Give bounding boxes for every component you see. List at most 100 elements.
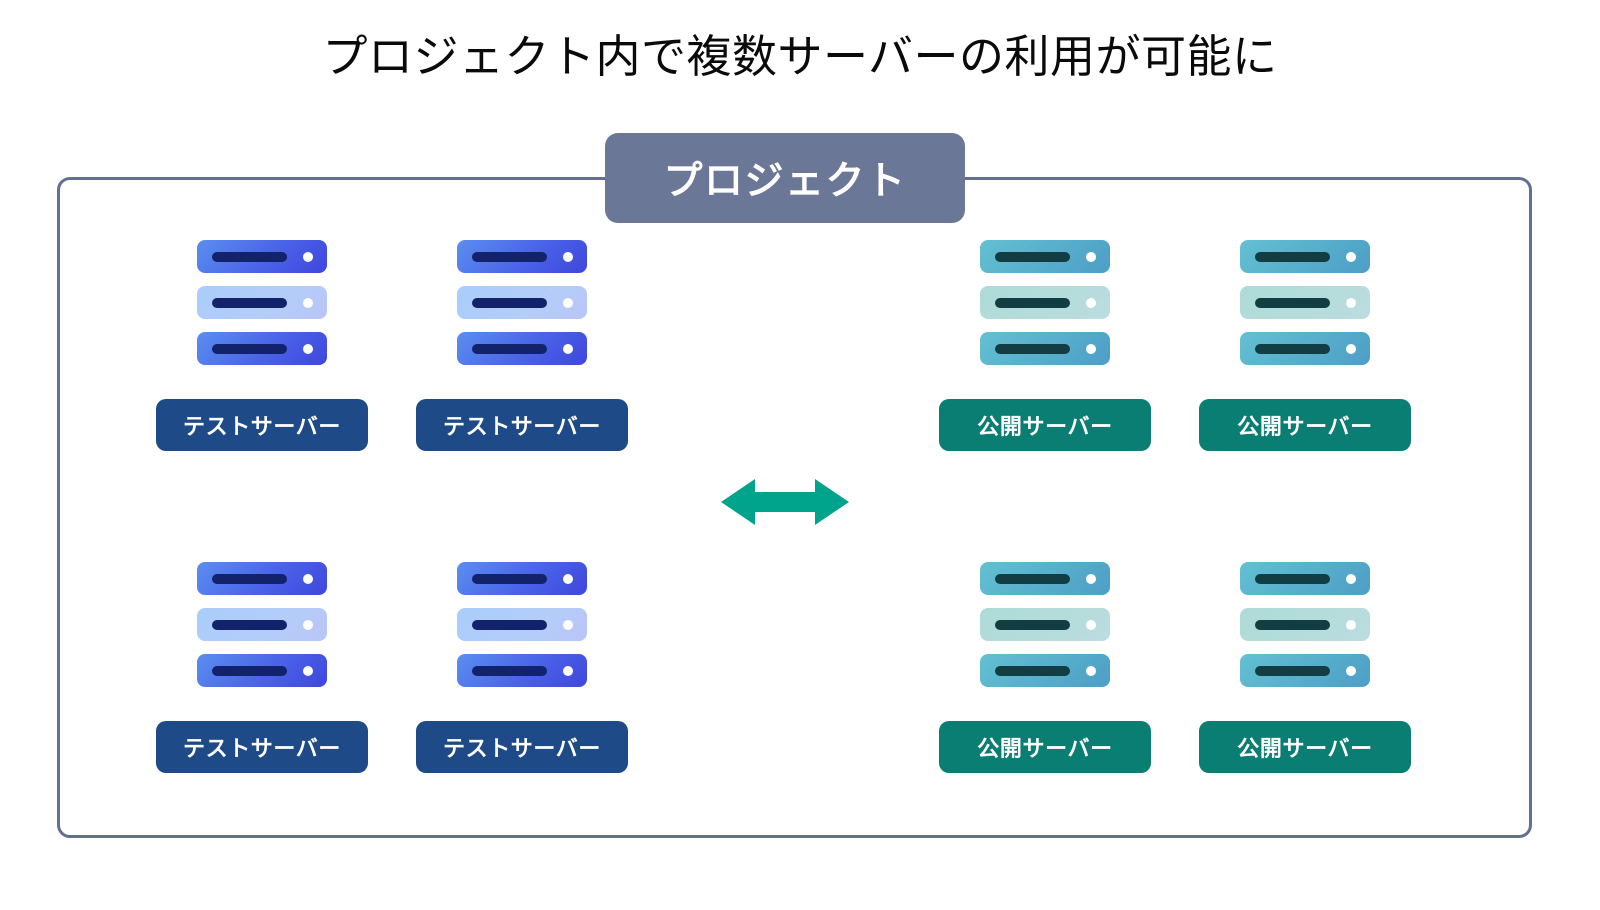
server-label-public[interactable]: 公開サーバー bbox=[1199, 721, 1411, 773]
project-badge-label: プロジェクト bbox=[663, 160, 907, 203]
server-status-led-icon bbox=[303, 619, 313, 630]
server-unit-3 bbox=[457, 332, 587, 365]
server-unit-bar bbox=[472, 619, 547, 630]
server-unit-bar bbox=[995, 297, 1070, 308]
server-status-led-icon bbox=[563, 251, 573, 262]
server-status-led-icon bbox=[1346, 619, 1356, 630]
server-stack-icon bbox=[457, 240, 587, 365]
server-label-test[interactable]: テストサーバー bbox=[416, 721, 628, 773]
server-unit-bar bbox=[995, 251, 1070, 262]
server-status-led-icon bbox=[563, 665, 573, 676]
server-unit-2 bbox=[980, 608, 1110, 641]
server-status-led-icon bbox=[1086, 297, 1096, 308]
server-group-public-bottom-4[interactable]: 公開サーバー bbox=[1195, 562, 1415, 773]
server-status-led-icon bbox=[303, 297, 313, 308]
server-status-led-icon bbox=[563, 297, 573, 308]
server-stack-icon bbox=[980, 240, 1110, 365]
server-unit-bar bbox=[1255, 297, 1330, 308]
server-group-test-bottom-1[interactable]: テストサーバー bbox=[152, 562, 372, 773]
server-label-test[interactable]: テストサーバー bbox=[156, 399, 368, 451]
server-unit-bar bbox=[995, 573, 1070, 584]
server-status-led-icon bbox=[1346, 251, 1356, 262]
server-unit-bar bbox=[472, 297, 547, 308]
server-group-test-top-1[interactable]: テストサーバー bbox=[152, 240, 372, 451]
server-unit-bar bbox=[212, 573, 287, 584]
server-unit-1 bbox=[980, 562, 1110, 595]
server-unit-1 bbox=[1240, 562, 1370, 595]
server-status-led-icon bbox=[303, 573, 313, 584]
server-status-led-icon bbox=[1346, 297, 1356, 308]
server-label-public[interactable]: 公開サーバー bbox=[939, 721, 1151, 773]
server-label-test[interactable]: テストサーバー bbox=[416, 399, 628, 451]
server-stack-icon bbox=[1240, 562, 1370, 687]
page-title: プロジェクト内で複数サーバーの利用が可能に bbox=[322, 31, 1278, 82]
server-unit-2 bbox=[457, 286, 587, 319]
server-unit-2 bbox=[1240, 608, 1370, 641]
server-unit-3 bbox=[197, 332, 327, 365]
server-stack-icon bbox=[197, 562, 327, 687]
server-unit-bar bbox=[1255, 251, 1330, 262]
server-label-public[interactable]: 公開サーバー bbox=[1199, 399, 1411, 451]
double-arrow-svg bbox=[721, 479, 849, 525]
server-group-test-top-2[interactable]: テストサーバー bbox=[412, 240, 632, 451]
server-unit-3 bbox=[980, 332, 1110, 365]
server-status-led-icon bbox=[1346, 665, 1356, 676]
project-badge: プロジェクト bbox=[605, 133, 965, 223]
server-unit-bar bbox=[472, 665, 547, 676]
server-status-led-icon bbox=[1086, 251, 1096, 262]
server-unit-bar bbox=[212, 297, 287, 308]
server-unit-bar bbox=[1255, 343, 1330, 354]
server-status-led-icon bbox=[563, 343, 573, 354]
arrow-shape bbox=[721, 479, 849, 525]
server-stack-icon bbox=[457, 562, 587, 687]
server-status-led-icon bbox=[1346, 573, 1356, 584]
server-unit-bar bbox=[472, 573, 547, 584]
server-status-led-icon bbox=[563, 573, 573, 584]
server-stack-icon bbox=[980, 562, 1110, 687]
server-unit-1 bbox=[197, 562, 327, 595]
server-unit-bar bbox=[212, 619, 287, 630]
server-status-led-icon bbox=[303, 251, 313, 262]
server-unit-bar bbox=[995, 665, 1070, 676]
server-status-led-icon bbox=[1086, 573, 1096, 584]
server-unit-1 bbox=[1240, 240, 1370, 273]
server-unit-1 bbox=[980, 240, 1110, 273]
server-unit-1 bbox=[457, 240, 587, 273]
server-unit-bar bbox=[1255, 619, 1330, 630]
server-unit-bar bbox=[1255, 665, 1330, 676]
server-unit-bar bbox=[472, 251, 547, 262]
server-label-public[interactable]: 公開サーバー bbox=[939, 399, 1151, 451]
server-stack-icon bbox=[197, 240, 327, 365]
server-status-led-icon bbox=[1086, 619, 1096, 630]
server-unit-2 bbox=[457, 608, 587, 641]
server-unit-3 bbox=[980, 654, 1110, 687]
server-group-public-top-3[interactable]: 公開サーバー bbox=[935, 240, 1155, 451]
server-unit-1 bbox=[457, 562, 587, 595]
server-status-led-icon bbox=[1086, 665, 1096, 676]
server-unit-3 bbox=[197, 654, 327, 687]
server-unit-2 bbox=[980, 286, 1110, 319]
server-status-led-icon bbox=[1346, 343, 1356, 354]
server-group-test-bottom-2[interactable]: テストサーバー bbox=[412, 562, 632, 773]
server-unit-bar bbox=[995, 343, 1070, 354]
server-unit-bar bbox=[995, 619, 1070, 630]
server-label-test[interactable]: テストサーバー bbox=[156, 721, 368, 773]
server-unit-bar bbox=[1255, 573, 1330, 584]
server-stack-icon bbox=[1240, 240, 1370, 365]
server-unit-3 bbox=[1240, 332, 1370, 365]
server-group-public-bottom-3[interactable]: 公開サーバー bbox=[935, 562, 1155, 773]
server-status-led-icon bbox=[303, 665, 313, 676]
server-unit-bar bbox=[472, 343, 547, 354]
server-unit-3 bbox=[457, 654, 587, 687]
server-group-public-top-4[interactable]: 公開サーバー bbox=[1195, 240, 1415, 451]
server-status-led-icon bbox=[1086, 343, 1096, 354]
server-unit-bar bbox=[212, 251, 287, 262]
server-unit-2 bbox=[197, 286, 327, 319]
server-unit-2 bbox=[197, 608, 327, 641]
server-unit-3 bbox=[1240, 654, 1370, 687]
server-unit-2 bbox=[1240, 286, 1370, 319]
server-unit-bar bbox=[212, 343, 287, 354]
server-unit-bar bbox=[212, 665, 287, 676]
server-unit-1 bbox=[197, 240, 327, 273]
